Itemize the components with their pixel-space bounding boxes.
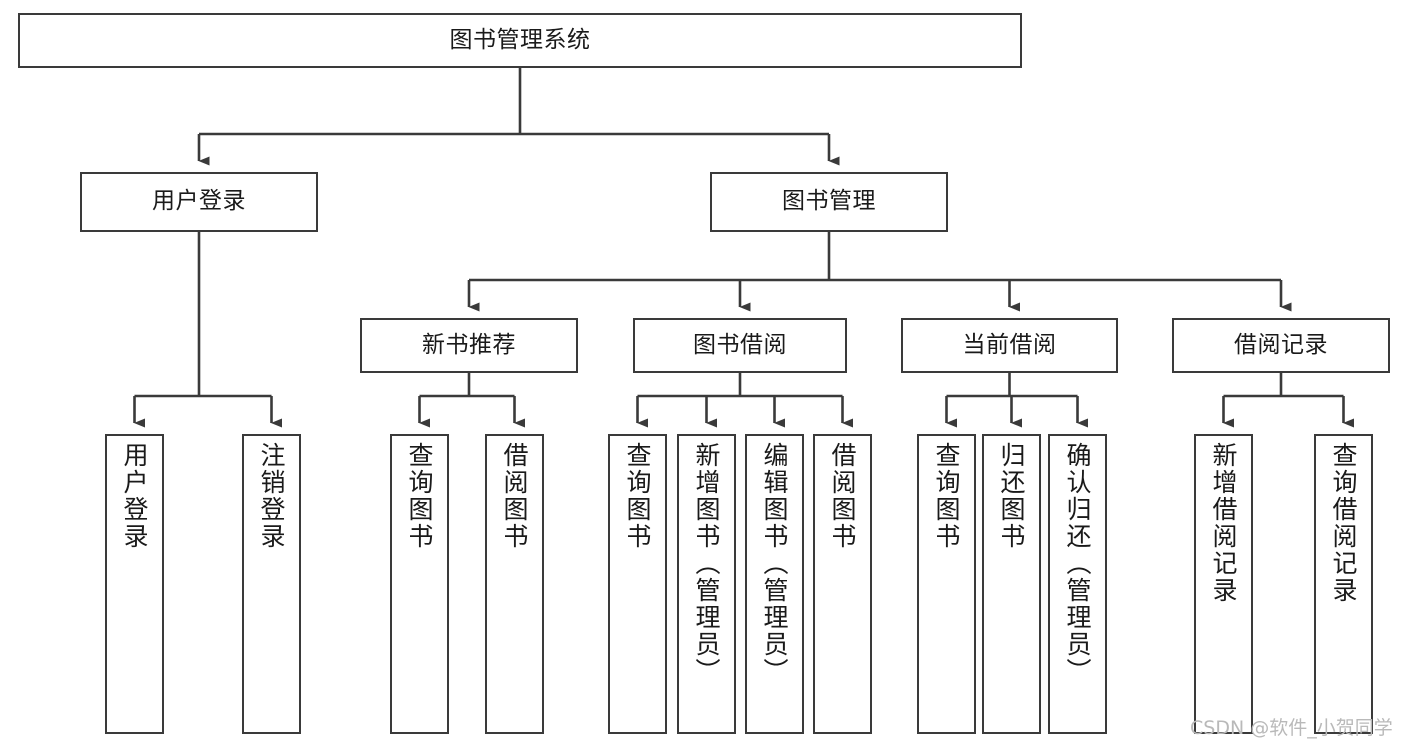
node-label: 用户登录 [152, 188, 246, 215]
node-leaf-edit-book[interactable]: 编辑图书（管理员） [745, 434, 804, 734]
node-user-login[interactable]: 用户登录 [80, 172, 318, 232]
node-label: 查询图书 [623, 442, 652, 550]
node-leaf-user-login[interactable]: 用户登录 [105, 434, 164, 734]
node-leaf-logout[interactable]: 注销登录 [242, 434, 301, 734]
node-label: 查询图书 [932, 442, 961, 550]
node-label: 新书推荐 [422, 331, 516, 358]
node-book-borrow[interactable]: 图书借阅 [633, 318, 847, 373]
node-label: 借阅记录 [1234, 331, 1328, 358]
node-label: 查询借阅记录 [1329, 442, 1358, 604]
node-leaf-add-book[interactable]: 新增图书（管理员） [677, 434, 736, 734]
node-label: 新增借阅记录 [1209, 442, 1238, 604]
node-label: 图书借阅 [693, 331, 787, 358]
node-label: 当前借阅 [962, 331, 1057, 358]
node-leaf-borrow-book-2[interactable]: 借阅图书 [813, 434, 872, 734]
node-leaf-return-book[interactable]: 归还图书 [982, 434, 1041, 734]
node-borrow-record[interactable]: 借阅记录 [1172, 318, 1390, 373]
node-root[interactable]: 图书管理系统 [18, 13, 1022, 68]
node-current-borrow[interactable]: 当前借阅 [901, 318, 1118, 373]
node-label: 借阅图书 [500, 442, 529, 550]
node-label: 编辑图书（管理员） [760, 442, 789, 685]
node-new-book-rec[interactable]: 新书推荐 [360, 318, 578, 373]
node-leaf-query-book-2[interactable]: 查询图书 [608, 434, 667, 734]
node-label: 借阅图书 [828, 442, 857, 550]
node-label: 查询图书 [405, 442, 434, 550]
node-label: 注销登录 [257, 442, 286, 550]
node-leaf-query-record[interactable]: 查询借阅记录 [1314, 434, 1373, 734]
node-leaf-query-book-3[interactable]: 查询图书 [917, 434, 976, 734]
node-label: 图书管理 [782, 188, 876, 215]
node-leaf-query-book-1[interactable]: 查询图书 [390, 434, 449, 734]
node-label: 新增图书（管理员） [692, 442, 721, 685]
node-leaf-borrow-book-1[interactable]: 借阅图书 [485, 434, 544, 734]
node-label: 图书管理系统 [449, 26, 591, 53]
node-label: 归还图书 [997, 442, 1026, 550]
node-leaf-confirm-return[interactable]: 确认归还（管理员） [1048, 434, 1107, 734]
node-leaf-add-record[interactable]: 新增借阅记录 [1194, 434, 1253, 734]
node-book-manage[interactable]: 图书管理 [710, 172, 948, 232]
csdn-watermark: CSDN @软件_小贺同学 [1190, 717, 1393, 739]
node-label: 用户登录 [120, 442, 149, 550]
node-label: 确认归还（管理员） [1063, 442, 1092, 685]
